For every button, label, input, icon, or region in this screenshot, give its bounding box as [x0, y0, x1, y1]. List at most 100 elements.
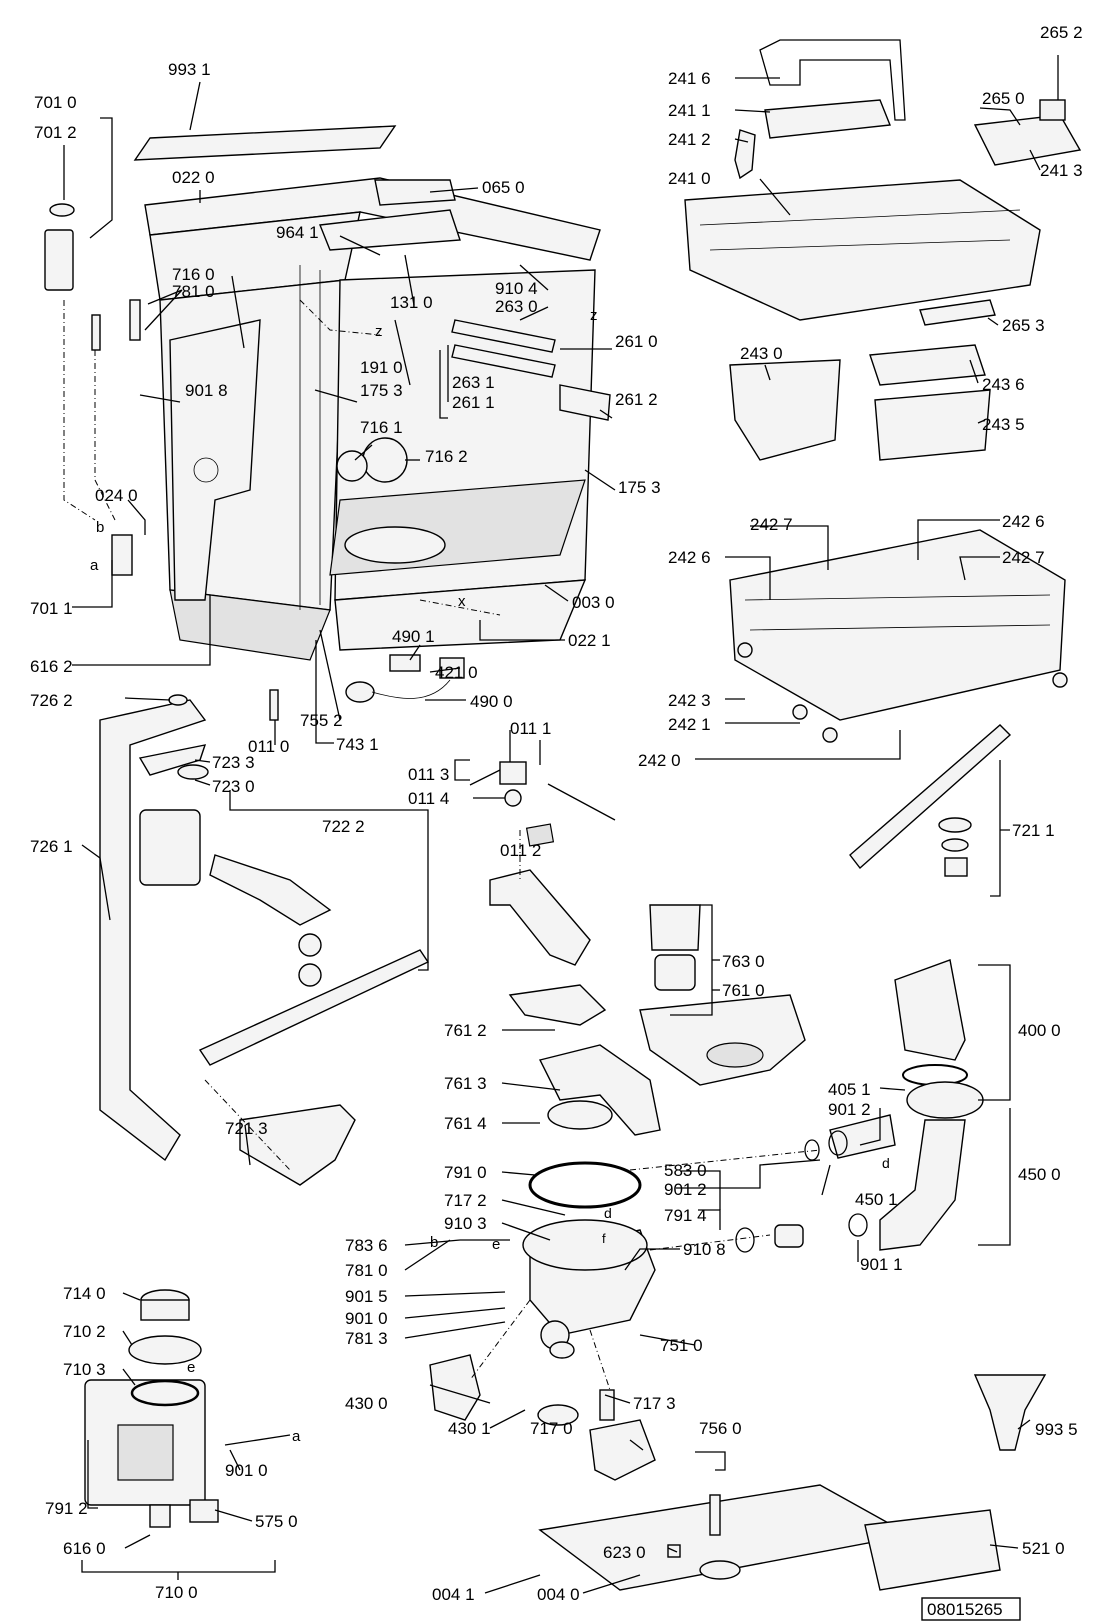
- part-label: 717 3: [633, 1394, 676, 1413]
- reference-letter: z: [375, 323, 383, 340]
- reference-letter: b: [430, 1234, 438, 1251]
- micro-filter-part: [649, 904, 701, 951]
- part-label: 490 0: [470, 692, 513, 711]
- part-label: 714 0: [63, 1284, 106, 1303]
- part-label: 242 1: [668, 715, 711, 734]
- part-label: 261 0: [615, 332, 658, 351]
- part-label: 065 0: [482, 178, 525, 197]
- reference-letter: a: [90, 557, 99, 574]
- reference-letter: z: [590, 307, 598, 324]
- part-label: 717 0: [530, 1419, 573, 1438]
- spray-tube-part: [99, 699, 207, 1162]
- reference-letter: d: [882, 1155, 890, 1171]
- part-label: 024 0: [95, 486, 138, 505]
- part-label: 421 0: [435, 663, 478, 682]
- part-label: 405 1: [828, 1080, 871, 1099]
- part-label: 011 4: [408, 789, 449, 808]
- part-label: 263 0: [495, 297, 538, 316]
- part-label: 261 1: [452, 393, 495, 412]
- part-label: 004 1: [432, 1585, 475, 1604]
- part-label: 263 1: [452, 373, 495, 392]
- part-label: 717 2: [444, 1191, 487, 1210]
- part-label: 701 2: [34, 123, 77, 142]
- part-label: 242 6: [1002, 512, 1045, 531]
- part-label: 701 0: [34, 93, 77, 112]
- part-label: 616 2: [30, 657, 73, 676]
- part-label: 400 0: [1018, 1021, 1061, 1040]
- part-label: 791 4: [664, 1206, 707, 1225]
- document-code-box: 08015265: [921, 1597, 1021, 1621]
- part-label: 011 1: [510, 719, 551, 738]
- reference-letter: x: [458, 593, 466, 610]
- part-label: 716 0: [172, 265, 215, 284]
- part-label: 993 1: [168, 60, 211, 79]
- part-label: 743 1: [336, 735, 379, 754]
- part-label: 241 1: [668, 101, 711, 120]
- document-code: 08015265: [927, 1600, 1003, 1619]
- part-label: 243 0: [740, 344, 783, 363]
- part-label: 241 0: [668, 169, 711, 188]
- part-label: 575 0: [255, 1512, 298, 1531]
- part-label: 781 0: [172, 282, 215, 301]
- reference-letter: d: [604, 1205, 612, 1221]
- panel-part: [864, 1509, 1001, 1591]
- part-label: 265 2: [1040, 23, 1083, 42]
- part-label: 710 3: [63, 1360, 106, 1379]
- drain-hose-part: [879, 1119, 966, 1251]
- lower-spray-arm-part: [849, 724, 1012, 870]
- part-label: 242 7: [1002, 548, 1045, 567]
- bracket-part: [973, 114, 1082, 166]
- part-label: 004 0: [537, 1585, 580, 1604]
- part-label: 763 0: [722, 952, 765, 971]
- reference-letter: b: [96, 519, 104, 536]
- part-label: 901 2: [828, 1100, 871, 1119]
- pressure-switch-part: [439, 657, 465, 679]
- part-label: 716 2: [425, 447, 468, 466]
- part-label: 583 0: [664, 1161, 707, 1180]
- cutlery-basket-part: [729, 359, 841, 461]
- part-label: 242 7: [750, 515, 793, 534]
- part-label: 756 0: [699, 1419, 742, 1438]
- sump-seal-part: [528, 1161, 642, 1209]
- part-label: 761 2: [444, 1021, 487, 1040]
- part-label: 616 0: [63, 1539, 106, 1558]
- feed-pipe-part: [489, 869, 591, 966]
- part-label: 761 0: [722, 981, 765, 1000]
- part-label: 791 0: [444, 1163, 487, 1182]
- part-label: 430 1: [448, 1419, 491, 1438]
- part-label: 243 5: [982, 415, 1025, 434]
- heater-part: [589, 1419, 656, 1481]
- part-label: 755 2: [300, 711, 343, 730]
- part-label: 450 0: [1018, 1165, 1061, 1184]
- part-label: 623 0: [603, 1543, 646, 1562]
- part-label: 241 3: [1040, 161, 1083, 180]
- part-label: 710 0: [155, 1583, 198, 1602]
- pump-part: [894, 959, 966, 1061]
- part-label: 011 0: [248, 737, 289, 756]
- reference-letter: f: [602, 1231, 606, 1246]
- part-label: 761 4: [444, 1114, 487, 1133]
- flat-filter-part: [639, 994, 806, 1086]
- part-label: 701 1: [30, 599, 73, 618]
- part-label: 910 3: [444, 1214, 487, 1233]
- part-label: 726 1: [30, 837, 73, 856]
- part-label: 131 0: [390, 293, 433, 312]
- part-label: 011 3: [408, 765, 449, 784]
- foot-part: [499, 761, 527, 785]
- part-label: 265 3: [1002, 316, 1045, 335]
- part-label: 791 2: [45, 1499, 88, 1518]
- part-label: 721 3: [225, 1119, 268, 1138]
- part-label: 722 2: [322, 817, 365, 836]
- motor-part: [429, 1354, 481, 1421]
- reference-letter: e: [492, 1236, 500, 1253]
- part-label: 901 0: [345, 1309, 388, 1328]
- part-label: 191 0: [360, 358, 403, 377]
- part-label: 751 0: [660, 1336, 703, 1355]
- lower-basket-part: [729, 529, 1066, 721]
- part-label: 430 0: [345, 1394, 388, 1413]
- part-label: 901 1: [860, 1255, 903, 1274]
- part-label: 242 3: [668, 691, 711, 710]
- rack-hanger-part: [759, 39, 906, 121]
- part-label: 521 0: [1022, 1539, 1065, 1558]
